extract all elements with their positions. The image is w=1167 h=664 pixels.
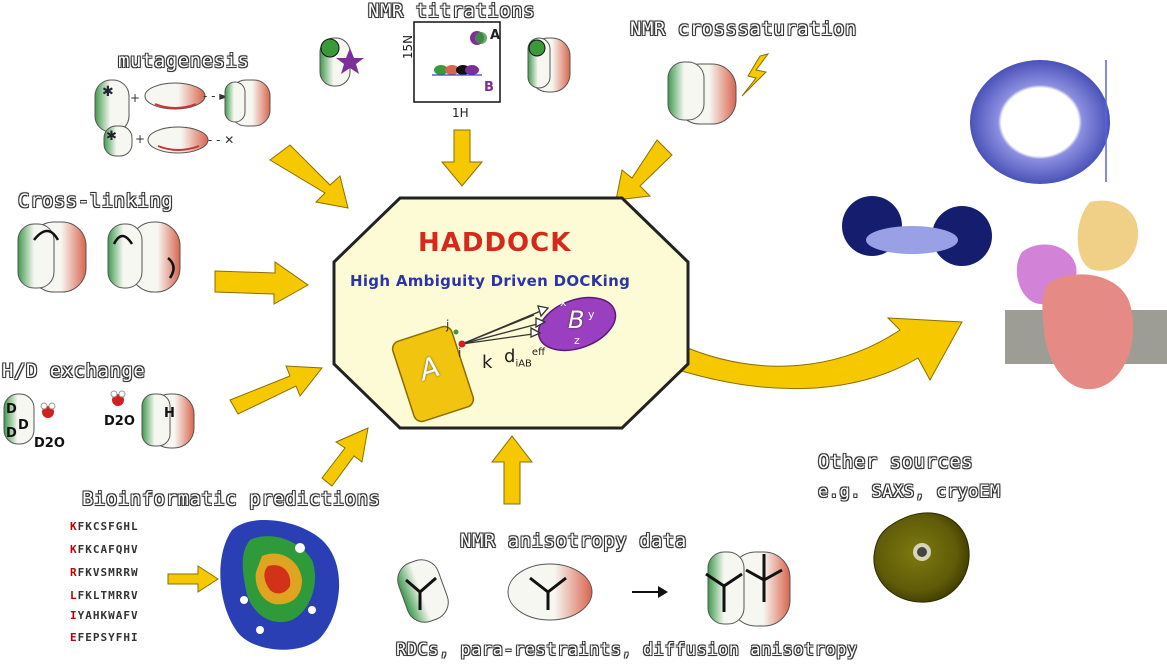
restraint-lines	[461, 305, 550, 345]
hd-label-d-2: D	[18, 418, 29, 433]
residue-j-label: j	[446, 318, 450, 332]
sequence-rest: FKCSFGHL	[77, 520, 139, 533]
nmr-plot-y-axis: 15N	[401, 34, 416, 60]
residue-j-dot	[453, 329, 459, 335]
label-hd-exchange: H/D exchange	[2, 360, 146, 382]
sequence-first-residue: R	[70, 566, 78, 579]
sequence-row: RFKVSMRRW	[70, 566, 139, 579]
arrow-anisotropy	[490, 435, 534, 505]
arrow-nmr-titrations	[440, 129, 484, 187]
axis-z-label: z	[574, 334, 580, 347]
sequence-rest: FKLTMRRV	[77, 589, 139, 602]
svg-text:- - ►: - - ►	[203, 89, 229, 103]
haddock-title: HADDOCK	[418, 228, 572, 258]
label-other-sources: Other sources	[818, 451, 974, 473]
membrane-complex-image	[1005, 200, 1167, 390]
label-d: diABeff	[504, 346, 545, 370]
hd-label-d-3: D	[6, 426, 17, 441]
hd-label-d-1: D	[6, 402, 17, 417]
label-d-sub: iAB	[515, 358, 532, 370]
hd-label-d2o-right: D2O	[104, 414, 135, 429]
label-cross-linking: Cross-linking	[18, 190, 174, 212]
crosssaturation-icon	[667, 53, 770, 125]
sequence-rest: FKCAFQHV	[77, 543, 139, 556]
svg-text:✱: ✱	[106, 129, 117, 144]
arrow-output	[671, 317, 963, 390]
sequence-first-residue: E	[70, 631, 78, 644]
hd-label-h: H	[164, 406, 175, 421]
axis-x-label: x	[560, 296, 567, 309]
nmr-plot-mol-a: A	[490, 28, 501, 43]
molecule-a	[391, 325, 475, 423]
label-other-examples: e.g. SAXS, cryoEM	[818, 482, 1001, 502]
sequence-row: IYAHKWAFV	[70, 609, 139, 622]
svg-text:+: +	[135, 132, 145, 146]
svg-text:- - ✕: - - ✕	[208, 133, 234, 147]
cryoem-blob-image	[873, 512, 970, 603]
complex-dumbbell-image	[842, 196, 992, 266]
arrows	[167, 129, 963, 593]
arrow-sequences	[167, 565, 219, 593]
sequence-rest: FKVSMRRW	[77, 566, 139, 579]
sequence-row: EFEPSYFHI	[70, 631, 139, 644]
nmr-plot-mol-b: B	[484, 80, 494, 95]
arrow-bioinformatics	[321, 427, 369, 487]
arrow-hd	[229, 365, 323, 415]
label-nmr-titrations: NMR titrations	[368, 0, 536, 22]
sequence-first-residue: K	[70, 543, 78, 556]
haddock-subtitle: High Ambiguity Driven DOCKing	[350, 272, 631, 290]
sequence-first-residue: I	[70, 609, 78, 622]
sequence-row: KFKCAFQHV	[70, 543, 139, 556]
residue-i-label: i	[458, 346, 462, 360]
label-d-main: d	[504, 346, 516, 367]
sequence-rest: YAHKWAFV	[77, 609, 139, 622]
label-nmr-crosssaturation: NMR crosssaturation	[630, 18, 857, 40]
nmr-titration-icons	[319, 21, 571, 103]
axis-y-label: y	[588, 308, 595, 321]
sequence-first-residue: K	[70, 520, 78, 533]
anisotropy-icons	[397, 551, 791, 627]
label-bioinformatic: Bioinformatic predictions	[82, 488, 381, 510]
label-k: k	[482, 352, 493, 373]
label-d-sup: eff	[531, 347, 545, 358]
sequence-rest: FEPSYFHI	[77, 631, 139, 644]
hd-exchange-icons	[3, 390, 195, 449]
residue-i-dot	[458, 340, 466, 348]
hd-label-d2o-left: D2O	[34, 436, 65, 451]
mutagenesis-icons: ✱ + - - ► ✱ + - - ✕	[94, 79, 271, 157]
lightning-icon	[741, 53, 770, 97]
molecule-b	[537, 296, 617, 352]
sequence-row: LFKLTMRRV	[70, 589, 139, 602]
arrow-cross-linking	[214, 261, 309, 305]
ring-complex-image	[970, 60, 1110, 184]
protein-surface-image	[220, 519, 340, 650]
sequence-first-residue: L	[70, 589, 78, 602]
svg-text:✱: ✱	[102, 84, 114, 100]
label-nmr-anisotropy: NMR anisotropy data	[460, 530, 687, 552]
sequence-row: KFKCSFGHL	[70, 520, 139, 533]
arrow-crosssaturation	[615, 139, 673, 201]
svg-text:+: +	[130, 91, 140, 105]
label-anisotropy-caption: RDCs, para-restraints, diffusion anisotr…	[396, 640, 858, 660]
cross-linking-icons	[17, 221, 181, 293]
molecule-b-label: B	[568, 306, 585, 334]
nmr-plot-x-axis: 1H	[452, 106, 469, 120]
label-mutagenesis: mutagenesis	[118, 50, 250, 72]
arrow-mutagenesis	[269, 144, 349, 209]
